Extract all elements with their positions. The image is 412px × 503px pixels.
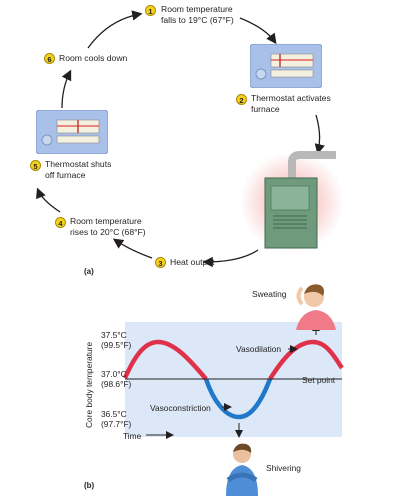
step-6-badge: 6 xyxy=(44,53,55,64)
step-2-text: Thermostat activates furnace xyxy=(251,93,331,114)
step-3-badge: 3 xyxy=(155,257,166,268)
arrow-furnace-to-3 xyxy=(202,249,259,268)
step-1-text: Room temperature falls to 19°C (67°F) xyxy=(161,4,234,25)
ytick-bottom-c: 36.5°C xyxy=(101,409,127,419)
ytick-bottom-f: (97.7°F) xyxy=(101,419,132,429)
y-axis-label: Core body temperature xyxy=(84,341,94,428)
ytick-bottom: 36.5°C (97.7°F) xyxy=(101,409,131,429)
temperature-plot xyxy=(122,322,344,439)
sweating-label: Sweating xyxy=(252,289,287,299)
ytick-middle: 37.0°C (98.6°F) xyxy=(101,369,131,389)
arrow-4-to-5 xyxy=(36,187,61,213)
ytick-middle-f: (98.6°F) xyxy=(101,379,132,389)
time-label: Time xyxy=(123,431,142,441)
arrow-thermostat-to-6 xyxy=(61,69,72,109)
step-2-line1: Thermostat activates xyxy=(251,93,331,103)
arrow-3-to-4 xyxy=(112,238,153,259)
step-4-line1: Room temperature xyxy=(70,216,142,226)
shivering-label: Shivering xyxy=(266,463,301,473)
vasoconstriction-label: Vasoconstriction xyxy=(150,403,211,413)
step-5-line1: Thermostat shuts xyxy=(45,159,112,169)
furnace-icon xyxy=(240,150,350,260)
vasodilation-label: Vasodilation xyxy=(236,344,282,354)
panel-a-label: (a) xyxy=(84,267,94,276)
step-4-text: Room temperature rises to 20°C (68°F) xyxy=(70,216,146,237)
above-curve xyxy=(122,339,344,381)
step-5-text: Thermostat shuts off furnace xyxy=(45,159,111,180)
arrow-6-to-1 xyxy=(87,10,143,49)
step-1-line1: Room temperature xyxy=(161,4,233,14)
step-2-line2: furnace xyxy=(251,103,280,114)
sweating-person-icon xyxy=(290,280,340,330)
arrow-2-to-furnace xyxy=(314,114,325,155)
step-1-line2: falls to 19°C (67°F) xyxy=(161,14,234,25)
arrow-1-to-2 xyxy=(239,17,277,45)
step-5-badge: 5 xyxy=(30,160,41,171)
step-5-line2: off furnace xyxy=(45,169,86,180)
cycle-arrows xyxy=(36,10,325,268)
ytick-top: 37.5°C (99.5°F) xyxy=(101,330,131,350)
ytick-top-f: (99.5°F) xyxy=(101,340,132,350)
ytick-middle-c: 37.0°C xyxy=(101,369,127,379)
step-2-badge: 2 xyxy=(236,94,247,105)
panel-b-label: (b) xyxy=(84,481,95,490)
step-6-text: Room cools down xyxy=(59,53,128,63)
step-3-text: Heat output xyxy=(170,257,215,267)
ytick-top-c: 37.5°C xyxy=(101,330,127,340)
thermostat-icon-2 xyxy=(35,109,109,155)
set-point-label: Set point xyxy=(302,375,336,385)
step-4-badge: 4 xyxy=(55,217,66,228)
step-4-line2: rises to 20°C (68°F) xyxy=(70,226,146,237)
shivering-person-icon xyxy=(222,440,262,498)
below-curve xyxy=(203,378,273,420)
step-1-badge: 1 xyxy=(145,5,156,16)
thermostat-icon xyxy=(249,43,323,89)
